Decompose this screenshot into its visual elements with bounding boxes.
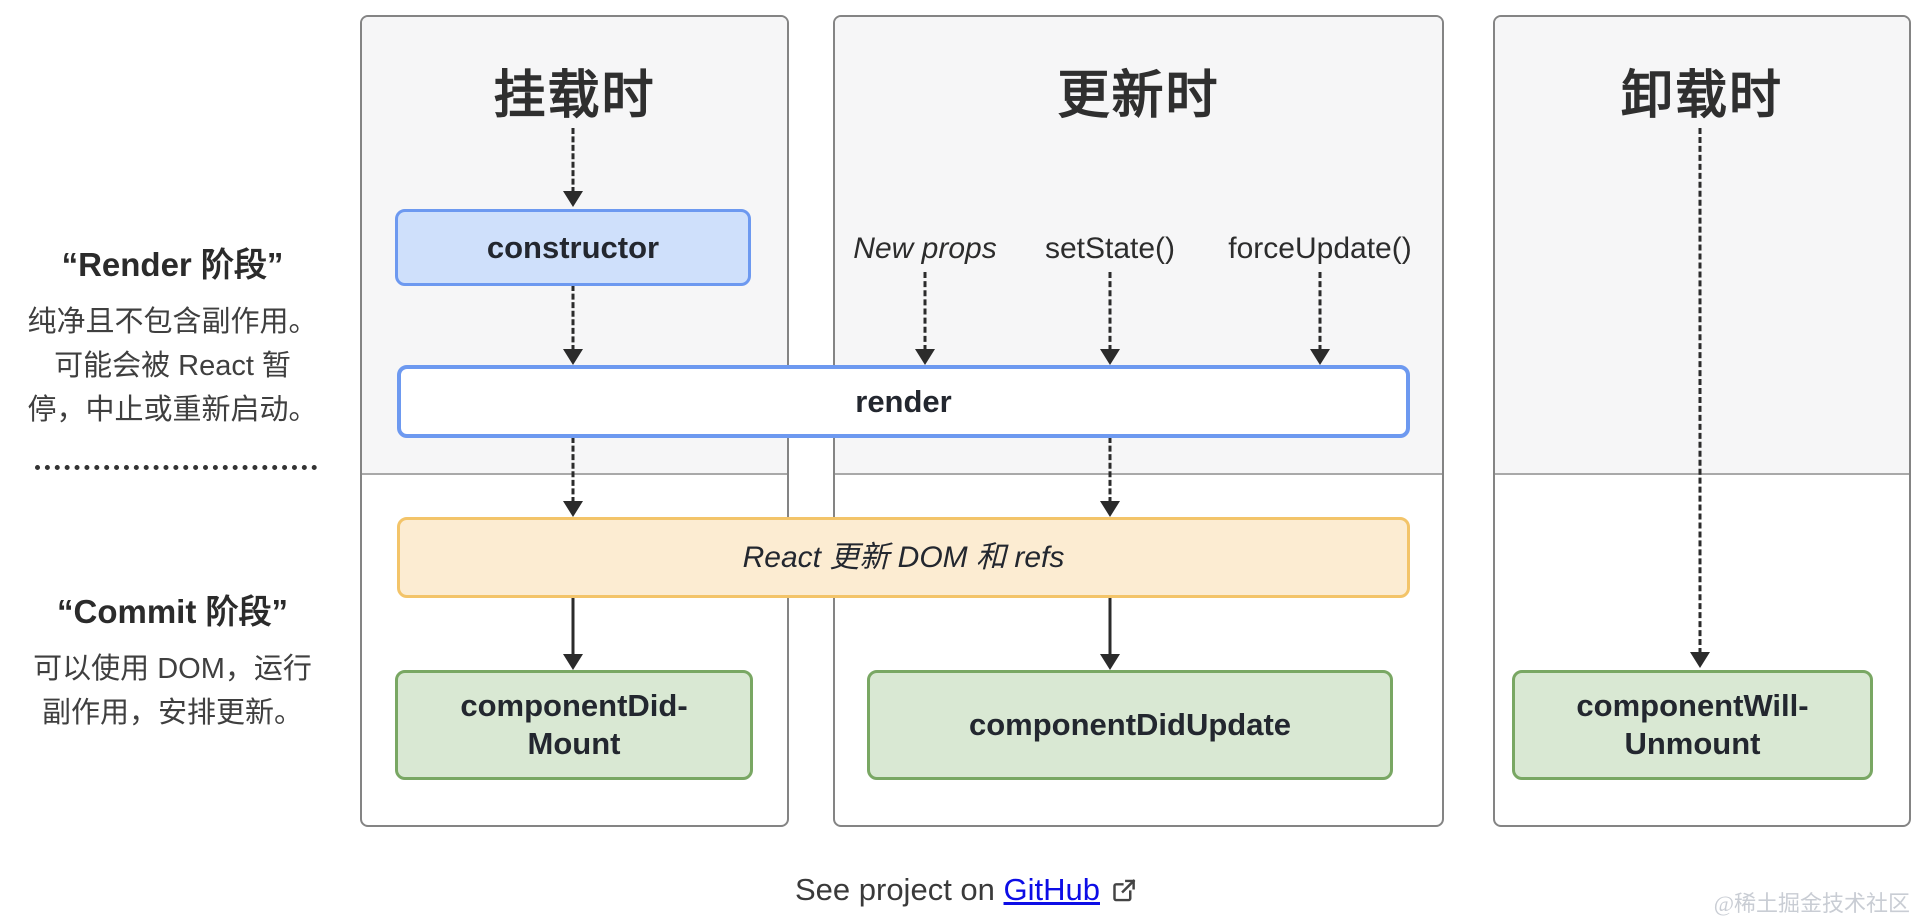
column-mounting-title: 挂载时 <box>493 67 656 125</box>
footer: See project on GitHub <box>0 872 1932 912</box>
node-label-line: Mount <box>527 726 621 761</box>
column-updating-title: 更新时 <box>1057 67 1220 125</box>
node-render: render <box>397 365 1410 438</box>
render-phase-desc-line: 纯净且不包含副作用。 <box>27 306 318 338</box>
render-phase-desc-line: 可能会被 React 暂 <box>54 350 291 382</box>
node-label-line: componentWill- <box>1576 688 1809 723</box>
node-component-did-mount: componentDid- Mount <box>395 670 753 780</box>
dashed-arrow-unmount-to-will-unmount-icon <box>1690 128 1710 668</box>
trigger-new-props: New props <box>853 232 997 265</box>
commit-phase-desc-line: 可以使用 DOM，运行 <box>33 653 312 685</box>
node-component-will-unmount: componentWill- Unmount <box>1512 670 1873 780</box>
node-react-updates-dom-refs: React 更新 DOM 和 refs <box>397 517 1410 598</box>
column-unmounting-title: 卸载时 <box>1620 67 1783 125</box>
commit-phase-desc-line: 副作用，安排更新。 <box>41 697 303 729</box>
footer-text: See project on <box>794 872 1004 907</box>
node-label-line: Unmount <box>1624 726 1761 761</box>
render-phase-title: “Render 阶段” <box>61 246 284 283</box>
solid-arrow-dom-update-to-did-mount-icon <box>563 598 583 670</box>
node-constructor: constructor <box>395 209 751 286</box>
render-phase-desc-line: 停，中止或重新启动。 <box>27 394 318 426</box>
watermark: @稀土掘金技术社区 <box>1713 891 1910 916</box>
commit-phase-block: “Commit 阶段” 可以使用 DOM，运行 副作用，安排更新。 <box>15 585 330 735</box>
commit-phase-title: “Commit 阶段” <box>57 593 288 630</box>
trigger-force-update: forceUpdate() <box>1228 232 1412 265</box>
dashed-arrow-render-to-dom-update-updating-icon <box>1100 437 1120 517</box>
node-label-line: componentDid- <box>460 688 688 723</box>
dashed-arrow-new-props-to-render-icon <box>915 272 935 365</box>
solid-arrow-dom-update-to-did-update-icon <box>1100 598 1120 670</box>
trigger-set-state: setState() <box>1044 232 1176 265</box>
external-link-icon[interactable] <box>1110 876 1137 912</box>
dashed-arrow-constructor-to-render-icon <box>563 285 583 365</box>
github-link[interactable]: GitHub <box>1003 872 1100 907</box>
dashed-arrow-mount-to-constructor-icon <box>563 128 583 207</box>
phase-divider-dotted-line <box>35 465 317 470</box>
render-phase-block: “Render 阶段” 纯净且不包含副作用。 可能会被 React 暂 停，中止… <box>15 238 330 432</box>
dashed-arrow-force-update-to-render-icon <box>1310 272 1330 365</box>
dashed-arrow-set-state-to-render-icon <box>1100 272 1120 365</box>
dashed-arrow-render-to-dom-update-icon <box>563 437 583 517</box>
render-phase-zone <box>1495 17 1909 475</box>
node-component-did-update: componentDidUpdate <box>867 670 1393 780</box>
